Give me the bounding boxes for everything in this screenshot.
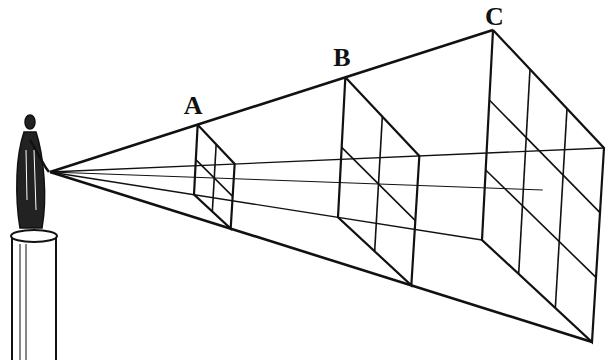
figure-fold	[26, 150, 27, 200]
light-ray	[50, 172, 592, 342]
point-label: B	[333, 45, 350, 71]
point-label: A	[184, 93, 203, 119]
point-label: C	[485, 4, 504, 30]
projection-square	[482, 30, 604, 342]
projection-square	[194, 125, 235, 229]
projection-frames	[194, 30, 604, 342]
grid-line	[196, 160, 233, 197]
figure-head	[25, 115, 35, 129]
pedestal-shading	[26, 244, 27, 360]
grid-line	[486, 170, 596, 277]
figure-arm	[30, 140, 49, 172]
figure-body	[17, 132, 45, 228]
grid-line	[555, 109, 567, 308]
pedestal-column	[12, 236, 56, 360]
grid-line	[342, 147, 416, 220]
light-rays	[50, 30, 604, 342]
grid-line	[489, 100, 600, 213]
projection-square	[338, 77, 419, 285]
pedestal	[11, 230, 57, 360]
figure	[17, 115, 49, 228]
square-outline	[482, 30, 604, 342]
pedestal-top	[11, 230, 57, 242]
light-ray	[50, 148, 604, 172]
square-outline	[194, 125, 235, 229]
figure-fold	[34, 150, 36, 210]
light-ray	[50, 30, 493, 172]
grid-line	[519, 69, 530, 274]
pedestal-shading	[20, 244, 21, 360]
square-outline	[338, 77, 419, 285]
axis-ray	[50, 172, 543, 190]
